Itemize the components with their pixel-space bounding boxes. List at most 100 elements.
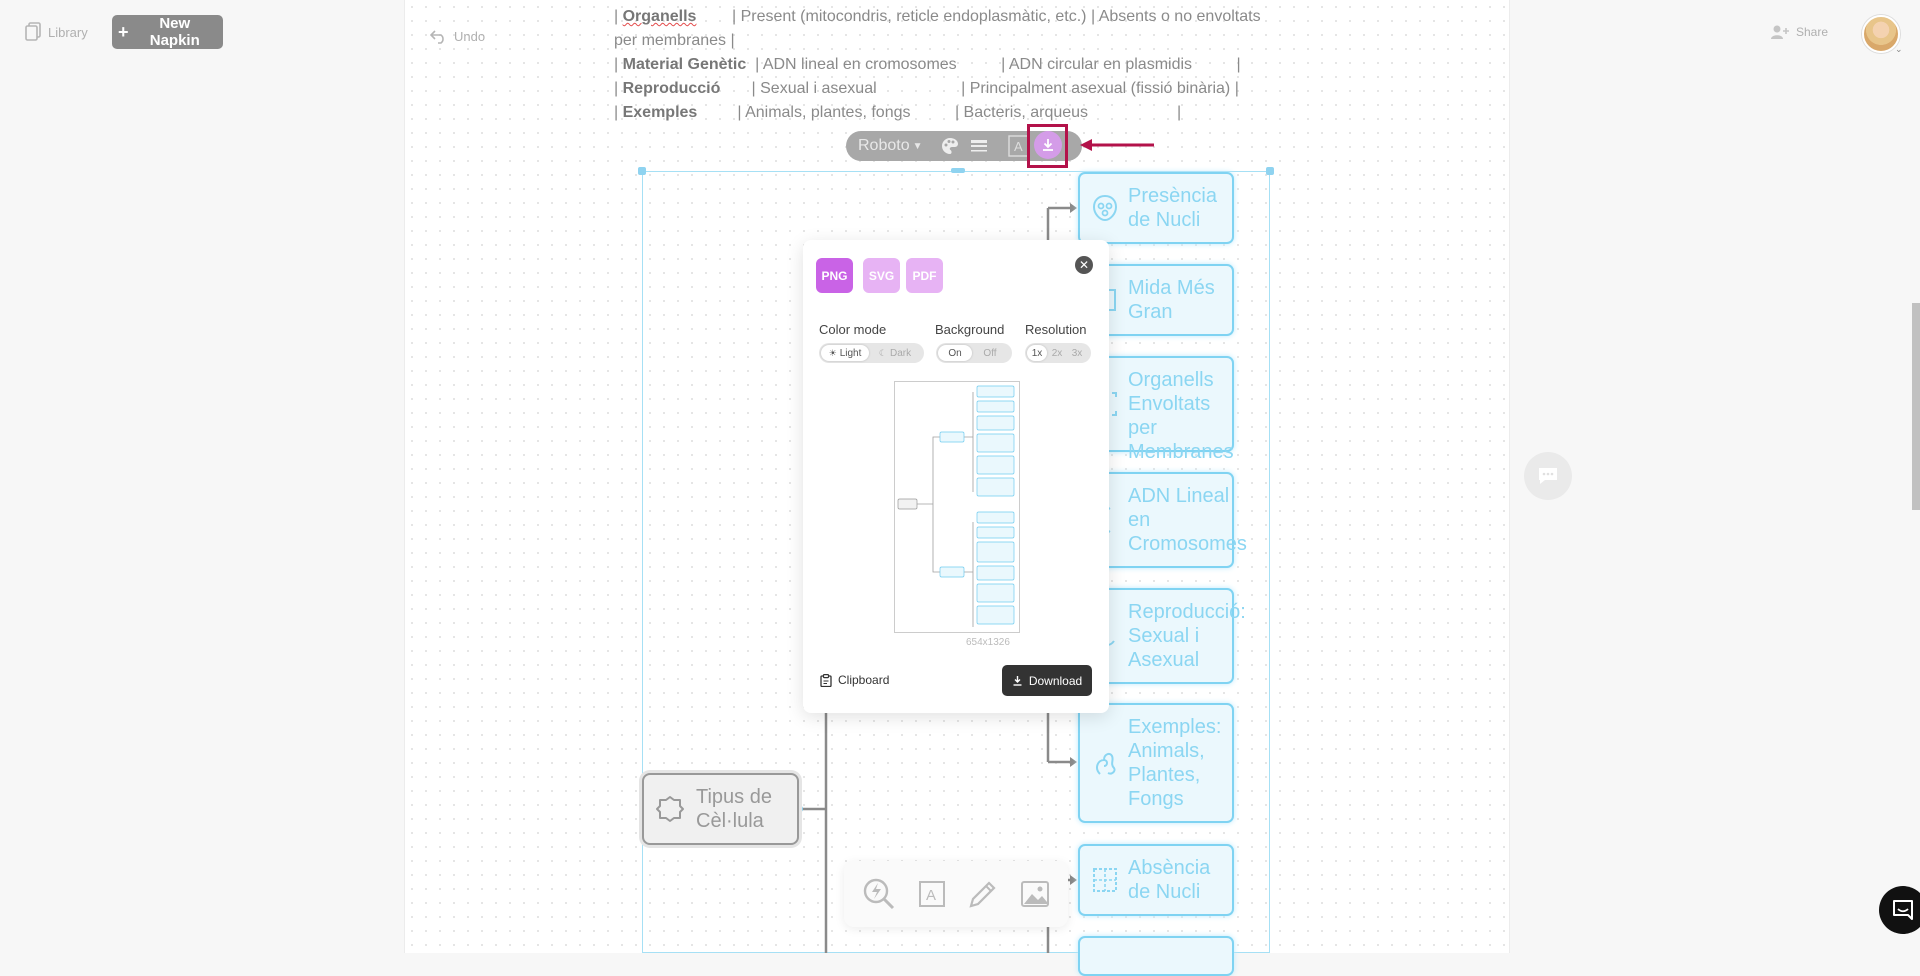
table-row: | Organells | Present (mitocondris, reti…: [614, 8, 1261, 25]
sun-icon: ☀: [828, 347, 837, 358]
library-icon: [25, 22, 41, 41]
avatar[interactable]: [1862, 15, 1900, 53]
chevron-down-icon: ▼: [912, 140, 923, 152]
format-pdf-button[interactable]: PDF: [906, 258, 943, 293]
row-continuation: per membranes |: [614, 32, 735, 49]
download-button[interactable]: Download: [1002, 665, 1092, 696]
color-mode-toggle[interactable]: ☀ Light ☾ Dark: [819, 343, 924, 363]
download-icon: [1043, 139, 1053, 151]
document-text[interactable]: | Organells | Present (mitocondris, reti…: [614, 5, 1294, 125]
magic-search-icon[interactable]: [862, 877, 896, 911]
row-cell: ADN circular en plasmidis: [1008, 56, 1193, 73]
row-cell: ADN lineal en cromosomes: [762, 56, 957, 73]
comment-icon: [1539, 468, 1557, 484]
undo-button[interactable]: Undo: [430, 28, 485, 44]
row-cell: Animals, plantes, fongs: [745, 104, 911, 121]
resolution-label: Resolution: [1025, 322, 1087, 337]
background-on[interactable]: On: [938, 345, 972, 361]
comment-button[interactable]: [1524, 452, 1572, 500]
diagram-node[interactable]: Presència de Nucli: [1078, 172, 1234, 244]
resolution-3x[interactable]: 3x: [1071, 347, 1083, 359]
row-cell: Bacteris, arqueus: [963, 104, 1089, 121]
table-row: | Material Genètic | ADN lineal en cromo…: [614, 56, 1241, 73]
node-label: Presència de Nucli: [1128, 185, 1217, 231]
table-row: | Exemples | Animals, plantes, fongs | B…: [614, 104, 1182, 121]
resolution-2x[interactable]: 2x: [1051, 347, 1063, 359]
resize-handle[interactable]: [638, 167, 646, 175]
examples-icon: [1096, 752, 1116, 775]
background-off[interactable]: Off: [983, 347, 997, 359]
color-mode-light[interactable]: ☀ Light: [821, 345, 869, 361]
diagram-node[interactable]: Exemples: Animals, Plantes, Fongs: [1078, 703, 1234, 823]
nucleus-icon: [1092, 194, 1118, 222]
row-label: Exemples: [622, 104, 698, 121]
moon-icon: ☾: [878, 347, 887, 358]
resize-handle[interactable]: [951, 168, 965, 173]
resolution-toggle[interactable]: 1x 2x 3x: [1025, 343, 1091, 363]
table-row: | Reproducció | Sexual i asexual | Princ…: [614, 80, 1239, 97]
add-user-icon: [1771, 25, 1789, 39]
grid-icon: [1093, 868, 1117, 892]
format-svg-button[interactable]: SVG: [863, 258, 900, 293]
svg-text:A: A: [926, 887, 936, 904]
undo-label: Undo: [454, 28, 486, 44]
row-label: Reproducció: [622, 80, 721, 97]
chat-icon: [1893, 900, 1913, 920]
export-panel: PNG SVG PDF ✕ Color mode Background Reso…: [803, 240, 1109, 713]
download-label: Download: [1028, 673, 1083, 688]
plus-icon: +: [118, 22, 129, 42]
new-napkin-button[interactable]: + New Napkin: [112, 15, 223, 49]
share-button[interactable]: Share: [1770, 24, 1828, 40]
diagram-node[interactable]: Absència de Nucli: [1078, 844, 1234, 916]
chevron-down-icon[interactable]: ⌄: [1895, 44, 1903, 54]
row-cell: Absents o no envoltats: [1098, 8, 1261, 25]
color-mode-dark[interactable]: ☾ Dark: [871, 345, 919, 361]
color-mode-dark-label: Dark: [889, 347, 912, 359]
diagram-node[interactable]: [1078, 936, 1234, 976]
node-label: Organells Envoltats per Membranes: [1128, 369, 1234, 463]
clipboard-icon: [820, 673, 832, 687]
new-napkin-label: New Napkin: [149, 15, 200, 49]
library-label: Library: [48, 24, 88, 40]
cell-icon: [656, 796, 684, 822]
undo-icon: [430, 30, 444, 44]
row-label: Material Genètic: [622, 56, 747, 73]
svg-text:A: A: [1014, 139, 1023, 154]
download-toolbar-button[interactable]: [1034, 131, 1062, 159]
color-mode-label: Color mode: [819, 322, 887, 337]
bottom-toolbar: A: [844, 861, 1068, 927]
resolution-1x[interactable]: 1x: [1027, 345, 1047, 361]
format-png-button[interactable]: PNG: [816, 258, 853, 293]
download-icon: [1013, 676, 1022, 686]
font-selector[interactable]: Roboto ▼: [858, 137, 930, 155]
line-style-icon[interactable]: [970, 137, 988, 155]
scrollbar-thumb[interactable]: [1912, 303, 1920, 510]
row-cell: Sexual i asexual: [760, 80, 877, 97]
resize-handle[interactable]: [1266, 167, 1274, 175]
help-chat-button[interactable]: [1879, 886, 1920, 934]
row-cell: Principalment asexual (fissió binària): [969, 80, 1231, 97]
node-label: ADN Lineal en Cromosomes: [1128, 485, 1247, 555]
root-node-label: Tipus de Cèl·lula: [696, 786, 772, 832]
image-icon[interactable]: [1020, 880, 1050, 908]
row-cell: Present (mitocondris, reticle endoplasmà…: [740, 8, 1087, 25]
palette-icon[interactable]: [940, 136, 960, 156]
pencil-icon[interactable]: [967, 878, 999, 910]
node-label: Mida Més Gran: [1128, 277, 1215, 323]
export-preview: [894, 381, 1020, 633]
clipboard-button[interactable]: Clipboard: [820, 673, 889, 687]
library-link[interactable]: Library: [24, 22, 88, 42]
diagram-root-node[interactable]: Tipus de Cèl·lula: [642, 773, 799, 845]
background-label: Background: [935, 322, 1005, 337]
row-label: Organells: [622, 8, 697, 25]
background-toggle[interactable]: On Off: [936, 343, 1012, 363]
arrow-annotation-icon: [1080, 139, 1154, 151]
node-label: Exemples: Animals, Plantes, Fongs: [1128, 716, 1222, 810]
highlight-annotation: [1027, 124, 1068, 168]
text-box-icon[interactable]: A: [917, 879, 947, 909]
close-icon[interactable]: ✕: [1075, 256, 1093, 274]
color-mode-light-label: Light: [839, 347, 862, 359]
preview-dimensions: 654x1326: [966, 637, 1010, 648]
table-row: per membranes |: [614, 29, 1294, 53]
font-name: Roboto: [858, 137, 910, 154]
